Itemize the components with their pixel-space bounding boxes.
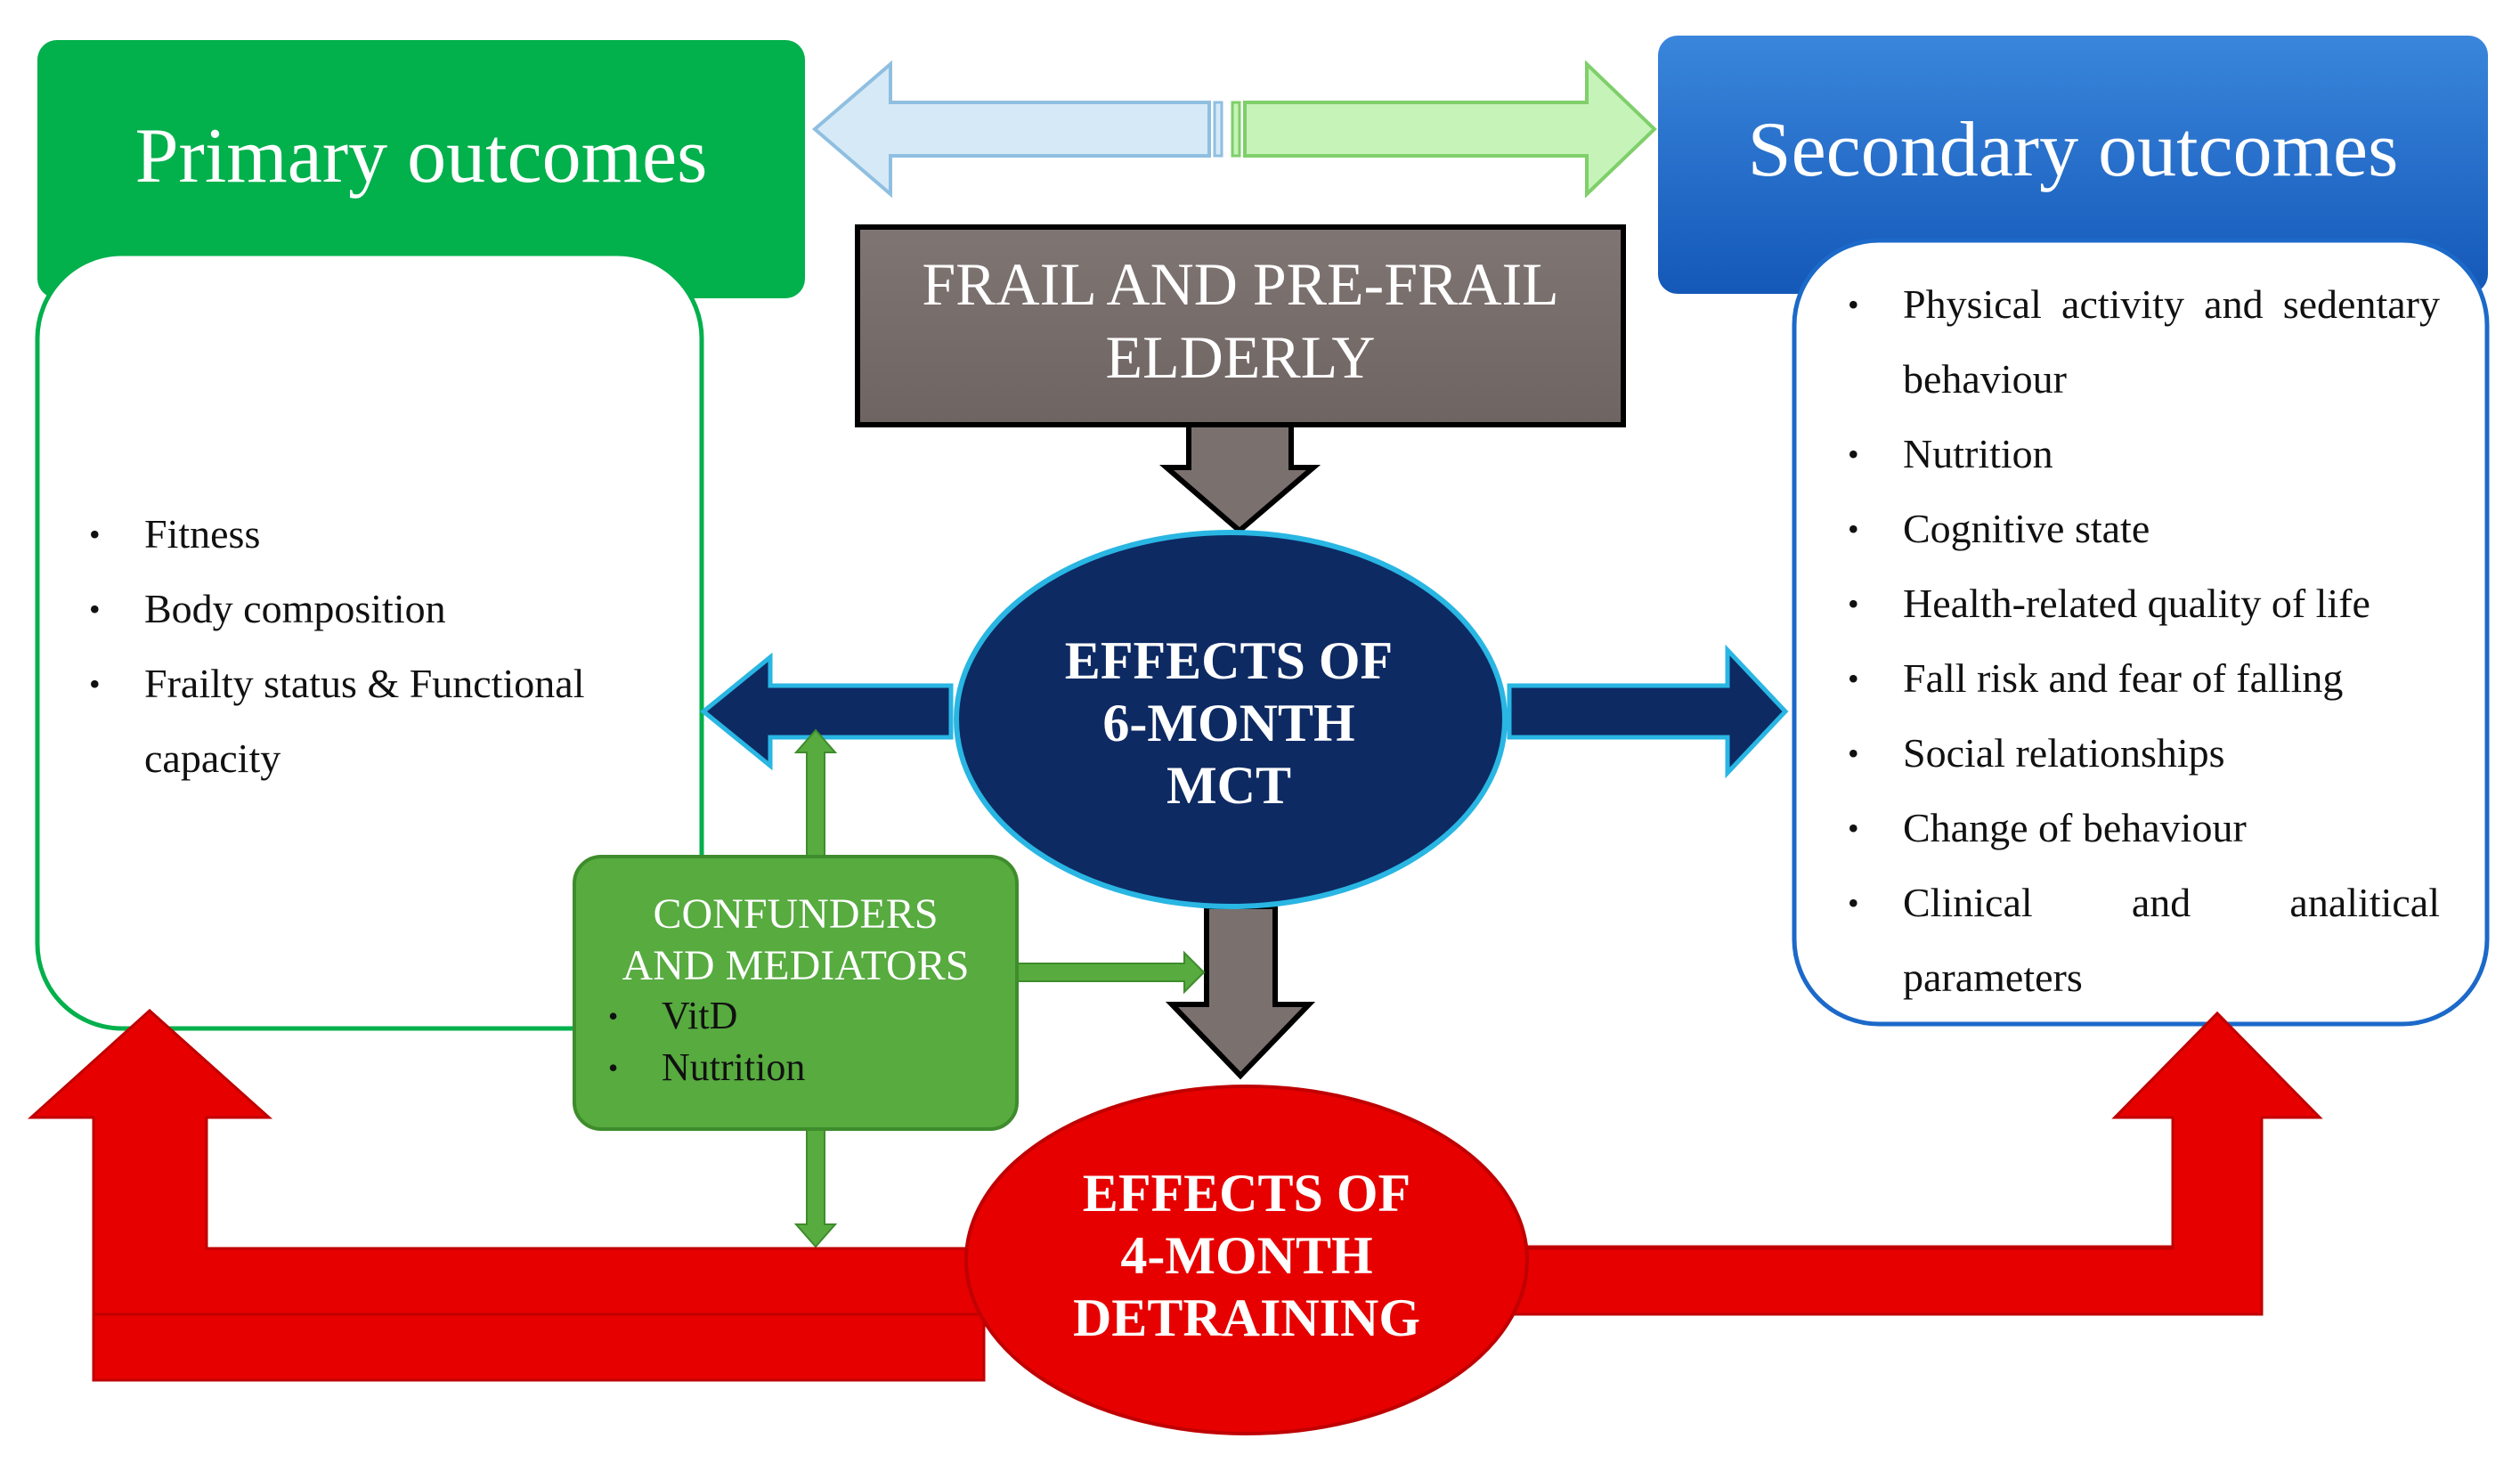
primary-box <box>35 251 704 1031</box>
conf-down-connector <box>793 1128 838 1248</box>
list-item: •Frailty status & Functional capacity <box>89 646 659 796</box>
list-item: •Cognitive state <box>1848 492 2440 566</box>
list-item: •Body composition <box>89 572 659 646</box>
bullet-icon: • <box>89 666 101 702</box>
mct-line-2: 6-MONTH <box>1102 694 1355 752</box>
confounders-box <box>573 855 1019 1131</box>
detraining-line-3: DETRAINING <box>1072 1288 1421 1347</box>
mct-line-3: MCT <box>1167 756 1291 815</box>
frail-elderly-title: FRAIL AND PRE-FRAIL ELDERLY <box>858 248 1623 394</box>
list-item: •Fall risk and fear of falling <box>1848 641 2440 716</box>
bullet-icon: • <box>1848 810 1859 846</box>
mct-line-1: EFFECTS OF <box>1064 631 1394 690</box>
list-item: •Change of behaviour <box>1848 791 2440 866</box>
detraining-right-bar <box>1512 1011 2323 1316</box>
list-item: •VitD <box>608 990 1017 1042</box>
mct-left-arrow <box>700 652 954 771</box>
list-item: •Health-related quality of life <box>1848 566 2440 641</box>
top-arrow-right <box>1243 60 1657 199</box>
frail-title-line-2: ELDERLY <box>1105 323 1376 391</box>
detraining-oval-text: EFFECTS OF 4-MONTH DETRAINING <box>980 1162 1514 1349</box>
list-item: •Clinical and analitical parameters <box>1848 866 2440 1015</box>
mct-oval <box>954 530 1508 909</box>
bullet-icon: • <box>1848 885 1859 921</box>
secondary-box <box>1792 238 2490 1027</box>
frail-down-arrow <box>1158 422 1321 534</box>
mct-down-arrow <box>1165 904 1316 1080</box>
bullet-icon: • <box>1848 287 1859 322</box>
list-item: •Social relationships <box>1848 716 2440 791</box>
frail-box <box>855 224 1626 427</box>
bullet-icon: • <box>608 1000 619 1032</box>
list-item: •Physical activity and sedentary behavio… <box>1848 267 2440 417</box>
primary-outcomes-list: •Fitness •Body composition •Frailty stat… <box>89 497 659 796</box>
top-arrow-left <box>811 60 1211 199</box>
bullet-icon: • <box>89 591 101 627</box>
mct-right-arrow <box>1507 644 1789 779</box>
top-arrow-right-tick <box>1231 101 1241 158</box>
confounders-line-2: AND MEDIATORS <box>622 942 970 989</box>
primary-outcomes-title: Primary outcomes <box>134 113 708 199</box>
conf-up-connector <box>793 728 838 857</box>
bullet-icon: • <box>1848 661 1859 696</box>
confounders-line-1: CONFUNDERS <box>653 890 939 938</box>
bullet-icon: • <box>1848 736 1859 771</box>
top-arrow-left-tick <box>1213 101 1223 158</box>
secondary-outcomes-list: •Physical activity and sedentary behavio… <box>1848 267 2440 1015</box>
bullet-icon: • <box>1848 586 1859 622</box>
secondary-outcomes-title: Secondary outcomes <box>1747 107 2399 193</box>
bullet-icon: • <box>1848 436 1859 472</box>
confounders-list: •VitD •Nutrition <box>608 990 1017 1093</box>
detraining-left-bar <box>28 1008 986 1316</box>
list-item: •Nutrition <box>1848 417 2440 492</box>
list-item: •Fitness <box>89 497 659 572</box>
frail-title-line-1: FRAIL AND PRE-FRAIL <box>922 250 1559 318</box>
detraining-oval <box>964 1085 1529 1435</box>
detraining-line-1: EFFECTS OF <box>1082 1164 1411 1223</box>
conf-right-connector <box>1016 950 1206 995</box>
primary-header-bg <box>37 40 805 298</box>
bullet-icon: • <box>1848 511 1859 547</box>
detraining-line-2: 4-MONTH <box>1120 1226 1373 1285</box>
secondary-header-bg <box>1658 36 2488 294</box>
bullet-icon: • <box>89 516 101 552</box>
mct-oval-text: EFFECTS OF 6-MONTH MCT <box>962 630 1496 817</box>
list-item: •Nutrition <box>608 1042 1017 1093</box>
confounders-content: CONFUNDERS AND MEDIATORS •VitD •Nutritio… <box>574 889 1017 1093</box>
bullet-icon: • <box>608 1052 619 1084</box>
